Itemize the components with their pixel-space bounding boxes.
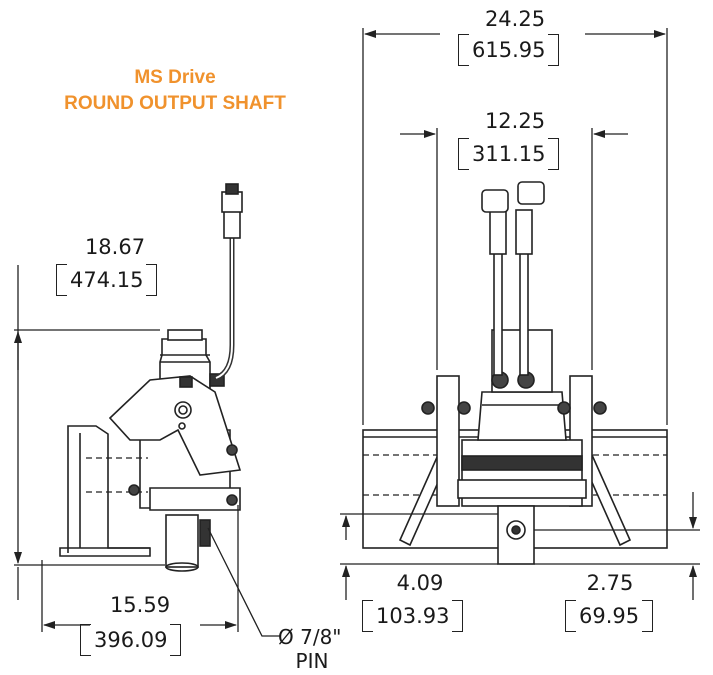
front-upright-left: [436, 375, 460, 507]
dim-frame-width-in: 12.25: [484, 109, 546, 133]
side-fitting: [179, 376, 193, 388]
dim-height-in: 18.67: [84, 235, 146, 259]
pin-label: PIN: [295, 649, 329, 673]
dim-height-mm: 474.15: [56, 264, 158, 296]
side-gearbox-cap: [149, 487, 241, 511]
front-nut: [593, 401, 607, 415]
title-line-2: ROUND OUTPUT SHAFT: [64, 93, 286, 114]
dim-height-mm-value: 474.15: [70, 268, 144, 292]
side-hole: [178, 422, 186, 430]
dimension-lines: [14, 28, 700, 637]
dim-depth-in: 15.59: [109, 593, 171, 617]
dim-shaft-below-in: 4.09: [396, 571, 444, 595]
side-bolt: [226, 494, 238, 506]
side-boom-arm: [108, 375, 242, 476]
side-hose-inner: [215, 235, 233, 379]
pin-leader: [207, 527, 280, 637]
dim-depth-mm-value: 396.09: [94, 628, 168, 652]
side-mount-foot: [59, 547, 151, 557]
front-hose-left: [493, 249, 503, 376]
side-hose: [214, 235, 235, 381]
pin-size-label: Ø 7/8": [278, 625, 342, 649]
side-hose-cap: [225, 183, 239, 195]
front-gearbox-base: [457, 479, 587, 499]
dim-shaft-offset-in: 2.75: [586, 571, 634, 595]
front-hose-fitting: [515, 209, 533, 255]
dim-shaft-below-mm-value: 103.93: [376, 604, 450, 628]
dim-overall-width-mm: 615.95: [458, 34, 560, 66]
dim-overall-width-mm-value: 615.95: [472, 38, 546, 62]
dim-shaft-below-mm: 103.93: [362, 600, 464, 632]
side-pivot-bolt: [178, 405, 188, 415]
side-pivot-nut: [174, 401, 192, 419]
dim-overall-width-in: 24.25: [484, 7, 546, 31]
dim-shaft-offset-mm-value: 69.95: [579, 604, 640, 628]
front-shaft-pin-hole: [511, 525, 521, 535]
front-gearbox-band: [461, 455, 583, 471]
front-hose-fitting: [489, 209, 507, 255]
title-line-1: MS Drive: [134, 67, 216, 88]
front-view: [362, 181, 668, 565]
side-hose-fitting: [223, 209, 241, 239]
dim-frame-width-mm: 311.15: [458, 138, 560, 170]
dim-shaft-offset-mm: 69.95: [565, 600, 654, 632]
front-nut: [457, 401, 471, 415]
front-hose-right: [519, 249, 529, 376]
front-coupler: [517, 181, 545, 205]
side-hose-coupler: [221, 191, 243, 213]
front-motor: [477, 391, 567, 441]
side-bolt: [128, 484, 140, 496]
side-view: [59, 183, 243, 572]
dim-depth-mm: 396.09: [80, 624, 182, 656]
side-output-shaft: [165, 514, 199, 568]
front-nut: [557, 401, 571, 415]
front-nut: [421, 401, 435, 415]
dim-frame-width-mm-value: 311.15: [472, 142, 546, 166]
side-shaft-end: [165, 562, 199, 572]
side-motor-top: [167, 329, 203, 341]
side-bolt: [226, 444, 238, 456]
front-coupler: [481, 189, 509, 213]
side-pin: [199, 519, 211, 547]
